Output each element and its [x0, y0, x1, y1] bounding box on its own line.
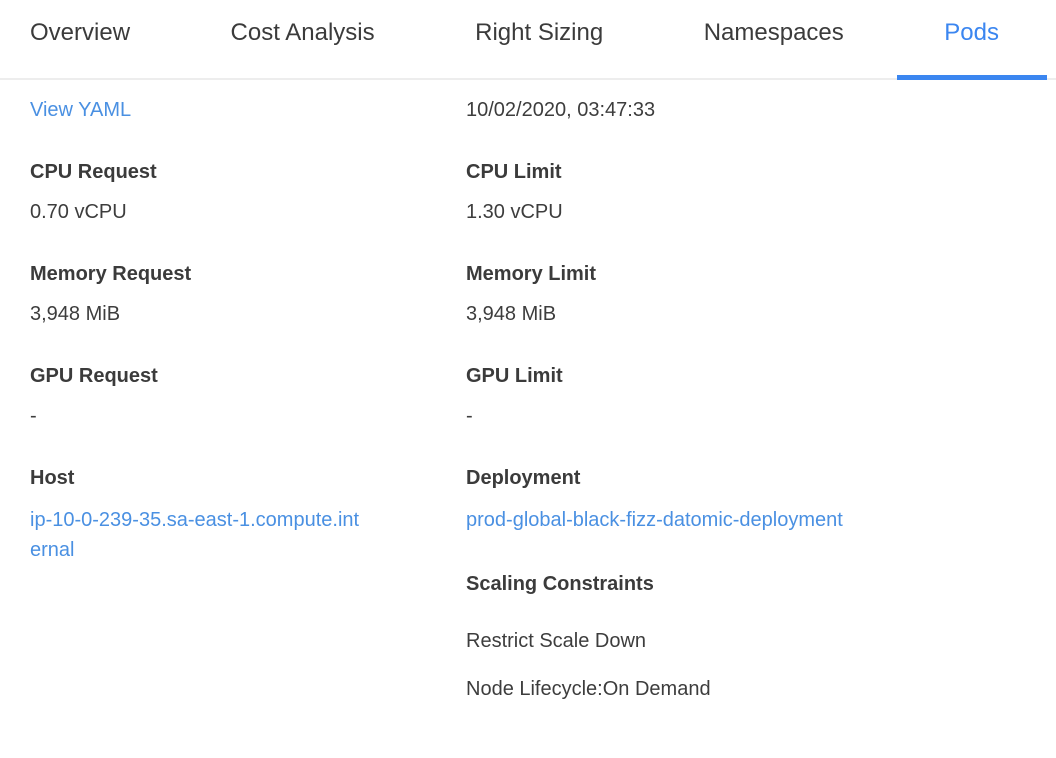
field-value: 0.70 vCPU: [30, 201, 127, 223]
tab-overview[interactable]: Overview: [30, 19, 131, 46]
field-host: Host ip-10-0-239-35.sa-east-1.compute.in…: [30, 465, 466, 565]
details-left-column: View YAML CPU Request 0.70 vCPU Memory R…: [30, 97, 466, 702]
field-value: 3,948 MiB: [30, 303, 121, 325]
field-value: 1.30 vCPU: [466, 201, 563, 223]
view-yaml-link[interactable]: View YAML: [30, 99, 132, 121]
field-label: GPU Request: [30, 365, 158, 387]
field-cpu-limit: CPU Limit 1.30 vCPU: [466, 159, 1026, 225]
field-memory-request: Memory Request 3,948 MiB: [30, 261, 466, 327]
field-value: 3,948 MiB: [466, 303, 557, 325]
field-label: Memory Limit: [466, 263, 597, 285]
field-value: -: [30, 405, 37, 427]
scaling-constraints-section: Scaling Constraints Restrict Scale Down …: [466, 571, 1026, 702]
tab-namespaces[interactable]: Namespaces: [703, 19, 844, 46]
field-value: -: [466, 405, 473, 427]
field-label: Memory Request: [30, 263, 192, 285]
field-cpu-request: CPU Request 0.70 vCPU: [30, 159, 466, 225]
field-label: GPU Limit: [466, 365, 563, 387]
host-link[interactable]: ip-10-0-239-35.sa-east-1.compute.interna…: [30, 509, 360, 561]
field-gpu-request: GPU Request -: [30, 363, 466, 429]
deployment-link[interactable]: prod-global-black-fizz-datomic-deploymen…: [466, 509, 843, 531]
scaling-item-restrict-scale-down: Restrict Scale Down: [466, 630, 647, 652]
field-label: CPU Limit: [466, 161, 562, 183]
scaling-constraints-title: Scaling Constraints: [466, 573, 654, 595]
details-right-column: 10/02/2020, 03:47:33 CPU Limit 1.30 vCPU…: [466, 97, 1026, 702]
field-label: Host: [30, 467, 75, 489]
field-label: CPU Request: [30, 161, 157, 183]
scaling-item-node-lifecycle: Node Lifecycle:On Demand: [466, 678, 711, 700]
tab-pods[interactable]: Pods: [944, 19, 999, 46]
field-deployment: Deployment prod-global-black-fizz-datomi…: [466, 465, 1026, 535]
pod-details-panel: View YAML CPU Request 0.70 vCPU Memory R…: [0, 80, 1056, 702]
timestamp: 10/02/2020, 03:47:33: [466, 99, 656, 121]
field-memory-limit: Memory Limit 3,948 MiB: [466, 261, 1026, 327]
field-gpu-limit: GPU Limit -: [466, 363, 1026, 429]
tab-bar: Overview Cost Analysis Right Sizing Name…: [0, 0, 1056, 80]
tab-right-sizing[interactable]: Right Sizing: [475, 19, 604, 46]
tab-cost-analysis[interactable]: Cost Analysis: [230, 19, 375, 46]
field-label: Deployment: [466, 467, 581, 489]
